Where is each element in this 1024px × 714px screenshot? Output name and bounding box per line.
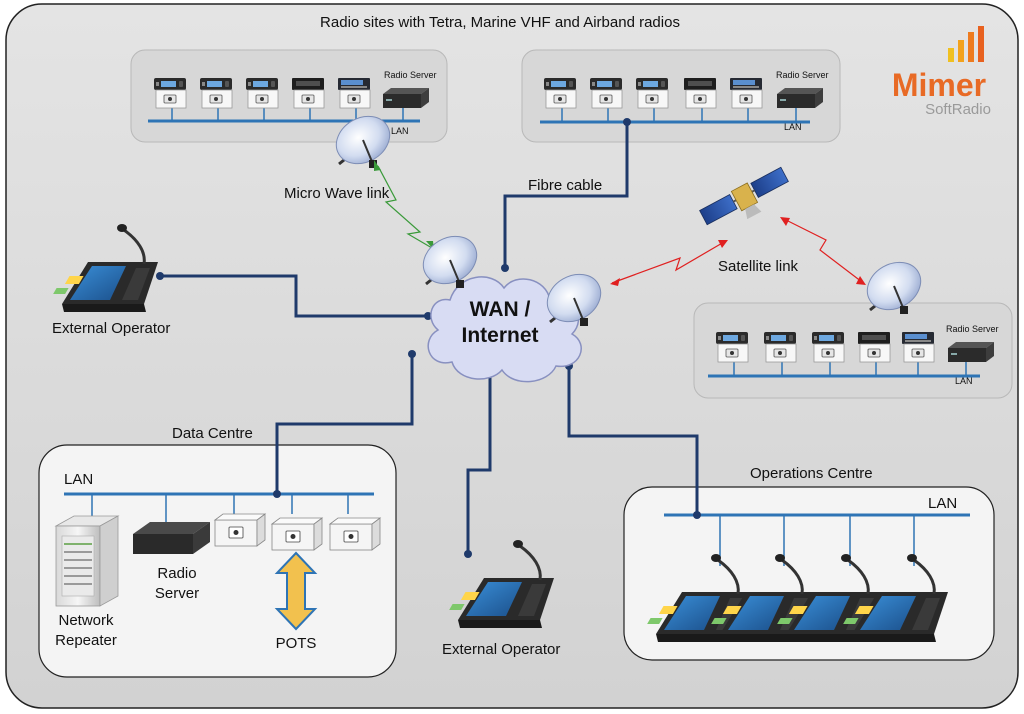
radio-server-label-1: Radio — [157, 565, 196, 582]
wan-connections — [160, 122, 699, 554]
mimer-logo: Mimer SoftRadio — [892, 26, 991, 118]
satellite-link-line-2 — [783, 218, 863, 283]
logo-brand: Mimer — [892, 67, 986, 103]
microwave-link-line — [377, 165, 433, 249]
bottom-operator-line — [466, 370, 492, 554]
radio-icon — [543, 77, 823, 122]
operations-centre: Operations Centre LAN — [623, 465, 995, 661]
cloud-label-line2: Internet — [461, 324, 538, 347]
data-centre-title: Data Centre — [172, 425, 253, 442]
radio-server-label-2: Server — [155, 585, 199, 602]
server-tower-icon — [54, 515, 120, 607]
repeater-label-1: Network — [58, 612, 114, 629]
bottom-operator-label: External Operator — [442, 641, 560, 658]
site3-box — [693, 302, 1013, 399]
left-operator-line — [160, 274, 428, 318]
wan-cloud: WAN / Internet — [427, 276, 582, 383]
site1-server-label: Radio Server — [384, 70, 437, 80]
fibre-cable-line — [503, 122, 629, 268]
operations-centre-title: Operations Centre — [750, 465, 873, 482]
left-operator-label: External Operator — [52, 320, 170, 337]
site3-lan-label: LAN — [955, 376, 973, 386]
data-centre-line — [275, 354, 414, 494]
site3-server-label: Radio Server — [946, 324, 999, 334]
pots-label: POTS — [276, 635, 317, 652]
gateway-icon — [271, 517, 323, 551]
fibre-cable-label: Fibre cable — [528, 177, 602, 194]
repeater-label-2: Repeater — [55, 632, 117, 649]
operations-centre-line — [567, 366, 699, 515]
radio-icon — [715, 331, 994, 376]
site2-lan-label: LAN — [784, 122, 802, 132]
radio-server-icon — [133, 522, 210, 554]
site1-lan-label: LAN — [391, 126, 409, 136]
radio-icon — [153, 77, 429, 121]
logo-product: SoftRadio — [925, 101, 991, 118]
satellite-link-line-1 — [611, 241, 725, 284]
data-centre: Data Centre LAN Network Repeater Radio S… — [38, 425, 397, 678]
site2-box — [521, 49, 841, 143]
operations-lan-label: LAN — [928, 495, 957, 512]
gateway-icon — [329, 517, 381, 551]
gateway-icon — [214, 513, 266, 547]
data-centre-lan-label: LAN — [64, 471, 93, 488]
diagram-title: Radio sites with Tetra, Marine VHF and A… — [320, 14, 680, 31]
microwave-link-label: Micro Wave link — [284, 185, 390, 202]
radio-site-2: Radio Server LAN — [521, 49, 841, 143]
satellite-link-label: Satellite link — [718, 258, 799, 275]
radio-site-3: Radio Server LAN — [693, 302, 1013, 399]
double-arrow-icon — [274, 551, 318, 631]
radio-site-1: Radio Server LAN — [130, 49, 448, 143]
satellite-icon — [699, 166, 789, 226]
cloud-label-line1: WAN / — [470, 298, 531, 321]
site2-server-label: Radio Server — [776, 70, 829, 80]
